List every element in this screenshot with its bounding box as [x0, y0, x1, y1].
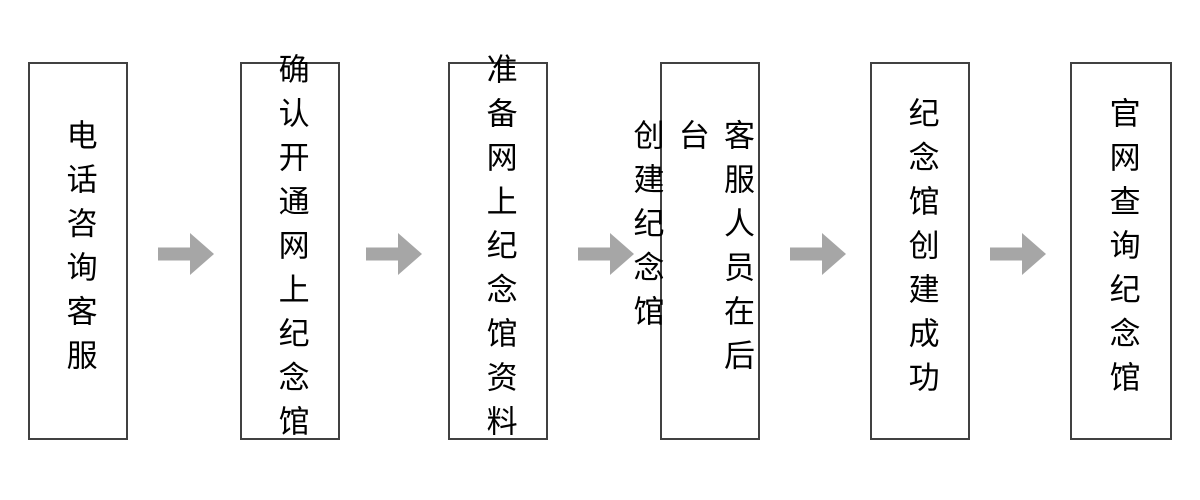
arrow-node4-to-node5	[790, 232, 846, 276]
flow-node-label-column: 创建纪念馆	[627, 119, 664, 339]
flow-node-label: 纪念馆创建成功	[902, 97, 939, 405]
flow-node-text-wrap: 确认开通网上纪念馆	[242, 53, 338, 449]
flow-node-text-wrap: 准备网上纪念馆资料	[450, 53, 546, 449]
flow-node-text-wrap: 客服人员在后台创建纪念馆	[628, 64, 758, 438]
flow-node-confirm-open-online-memorial[interactable]: 确认开通网上纪念馆	[240, 53, 340, 449]
flow-node-label-column: 客服人员在后台	[672, 119, 754, 383]
flow-node-support-staff-create-memorial[interactable]: 客服人员在后台创建纪念馆	[628, 62, 760, 440]
arrow-node2-to-node3	[366, 232, 422, 276]
flow-node-label: 确认开通网上纪念馆	[272, 53, 309, 449]
arrow-right-icon	[578, 233, 634, 275]
flow-node-memorial-created-successfully[interactable]: 纪念馆创建成功	[870, 62, 970, 440]
flow-node-text-wrap: 电话咨询客服	[30, 64, 126, 438]
arrow-node5-to-node6	[990, 232, 1046, 276]
flow-node-label: 准备网上纪念馆资料	[480, 53, 517, 449]
arrow-right-icon	[790, 233, 846, 275]
flow-node-label: 电话咨询客服	[60, 119, 97, 383]
arrow-right-icon	[158, 233, 214, 275]
flow-node-phone-consult-support[interactable]: 电话咨询客服	[28, 62, 128, 440]
arrow-right-icon	[990, 233, 1046, 275]
flow-node-query-memorial-on-official-site[interactable]: 官网查询纪念馆	[1070, 62, 1172, 440]
flow-node-text-wrap: 官网查询纪念馆	[1072, 64, 1170, 438]
flow-node-prepare-memorial-materials[interactable]: 准备网上纪念馆资料	[448, 53, 548, 449]
arrow-node1-to-node2	[158, 232, 214, 276]
flow-node-text-wrap: 纪念馆创建成功	[872, 64, 968, 438]
arrow-right-icon	[366, 233, 422, 275]
arrow-node3-to-node4	[578, 232, 634, 276]
flow-node-label: 客服人员在后台创建纪念馆	[628, 119, 758, 383]
flow-node-label: 官网查询纪念馆	[1103, 97, 1140, 405]
